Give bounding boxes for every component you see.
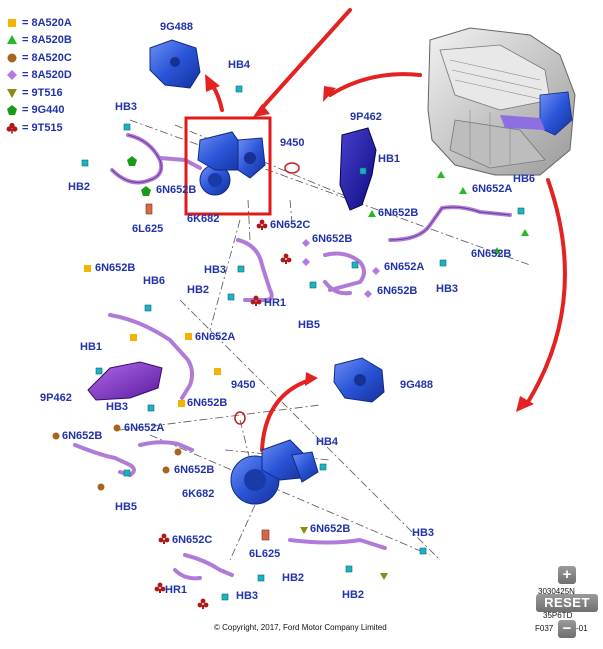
part-label-9p462: 9P462	[350, 111, 382, 123]
part-label-hb3: HB3	[204, 264, 227, 276]
diamond-icon	[6, 69, 18, 81]
part-label-6n652a: 6N652A	[195, 331, 236, 343]
part-label-6n652b: 6N652B	[174, 464, 215, 476]
part-label-6n652b: 6N652B	[378, 207, 419, 219]
legend-label: = 8A520C	[22, 51, 72, 64]
engine-block	[427, 27, 576, 176]
highlight-box	[184, 116, 272, 216]
heat-shield-top	[339, 127, 377, 211]
part-label-6n652b: 6N652B	[312, 233, 353, 245]
part-label-6n652c: 6N652C	[172, 534, 213, 546]
pentagon-icon	[6, 104, 18, 116]
part-label-6n652b: 6N652B	[156, 184, 197, 196]
triangle-up-icon	[6, 34, 18, 46]
turbocharger-top	[197, 131, 266, 196]
part-label-hb4: HB4	[316, 436, 339, 448]
legend-item-9t515: = 9T515	[6, 119, 72, 137]
zoom-in-button[interactable]: +	[558, 566, 576, 584]
part-label-hb4: HB4	[228, 59, 251, 71]
part-label-hb3: HB3	[236, 590, 259, 602]
part-label-hr1: HR1	[264, 297, 287, 309]
legend-item-8a520c: = 8A520C	[6, 49, 72, 67]
part-label-hb2: HB2	[342, 589, 365, 601]
part-label-6l625: 6L625	[132, 223, 164, 235]
heat-shield-bottom	[87, 361, 163, 401]
legend-item-8a520a: = 8A520A	[6, 14, 72, 32]
part-label-6n652b: 6N652B	[377, 285, 418, 297]
zoom-out-button[interactable]: −	[558, 620, 576, 638]
legend-label: = 8A520A	[22, 16, 72, 29]
hoses-bottom	[73, 313, 387, 581]
oring-bottom	[234, 411, 246, 425]
bracket-9g488-bottom	[333, 357, 385, 403]
bracket-9g488-top	[149, 39, 201, 89]
legend: = 8A520A = 8A520B = 8A520C = 8A520D = 9T…	[6, 14, 72, 137]
hoses-top-edge	[111, 134, 511, 241]
turbocharger-bottom	[230, 439, 319, 505]
part-label-9g488: 9G488	[400, 379, 434, 391]
club-icon	[6, 122, 18, 134]
legend-item-9t516: = 9T516	[6, 84, 72, 102]
part-label-6n652b: 6N652B	[187, 397, 228, 409]
part-label-9450: 9450	[280, 137, 305, 149]
part-label-hr1: HR1	[165, 584, 188, 596]
triangle-down-icon	[6, 87, 18, 99]
part-label-6n652a: 6N652A	[124, 422, 165, 434]
part-label-6n652b: 6N652B	[310, 523, 351, 535]
reference-code: -01	[576, 624, 588, 633]
legend-item-9g440: = 9G440	[6, 102, 72, 120]
bolts	[81, 85, 525, 601]
sensor-parts	[145, 203, 270, 541]
part-label-hb2: HB2	[282, 572, 305, 584]
part-label-6n652c: 6N652C	[270, 219, 311, 231]
legend-label: = 9T516	[22, 86, 63, 99]
part-label-6n652b: 6N652B	[471, 248, 512, 260]
legend-label: = 9T515	[22, 121, 63, 134]
part-label-9p462: 9P462	[40, 392, 72, 404]
part-label-6n652a: 6N652A	[384, 261, 425, 273]
part-label-hb5: HB5	[115, 501, 138, 513]
part-label-6n652b: 6N652B	[95, 262, 136, 274]
part-label-hb5: HB5	[298, 319, 321, 331]
circle-icon	[6, 52, 18, 64]
reference-code: F037	[535, 624, 554, 633]
part-label-6k682: 6K682	[187, 213, 220, 225]
part-label-9g488: 9G488	[160, 21, 194, 33]
part-label-6l625: 6L625	[249, 548, 281, 560]
copyright-text: © Copyright, 2017, Ford Motor Company Li…	[214, 623, 387, 632]
part-label-9450: 9450	[231, 379, 256, 391]
square-icon	[6, 17, 18, 29]
legend-item-8a520d: = 8A520D	[6, 67, 72, 85]
part-label-hb3: HB3	[412, 527, 435, 539]
part-label-hb2: HB2	[187, 284, 210, 296]
part-label-hb1: HB1	[80, 341, 103, 353]
part-label-hb6: HB6	[513, 173, 536, 185]
part-label-hb3: HB3	[436, 283, 459, 295]
callout-markers	[52, 156, 529, 609]
red-arrows	[208, 8, 567, 452]
legend-label: = 8A520D	[22, 69, 72, 82]
centerlines	[119, 119, 531, 561]
red-arrowheads	[205, 74, 534, 412]
oring-top	[284, 162, 300, 174]
legend-item-8a520b: = 8A520B	[6, 32, 72, 50]
part-label-hb6: HB6	[143, 275, 166, 287]
part-label-hb2: HB2	[68, 181, 91, 193]
legend-label: = 8A520B	[22, 34, 72, 47]
part-label-hb3: HB3	[106, 401, 129, 413]
part-label-6n652b: 6N652B	[62, 430, 103, 442]
part-label-hb3: HB3	[115, 101, 138, 113]
part-label-hb1: HB1	[378, 153, 401, 165]
legend-label: = 9G440	[22, 104, 65, 117]
reference-code: 35P6TD	[543, 611, 573, 620]
reference-code: 3030425N	[538, 587, 575, 596]
reset-button[interactable]: RESET	[536, 594, 598, 612]
part-label-6n652a: 6N652A	[472, 183, 513, 195]
part-label-6k682: 6K682	[182, 488, 215, 500]
